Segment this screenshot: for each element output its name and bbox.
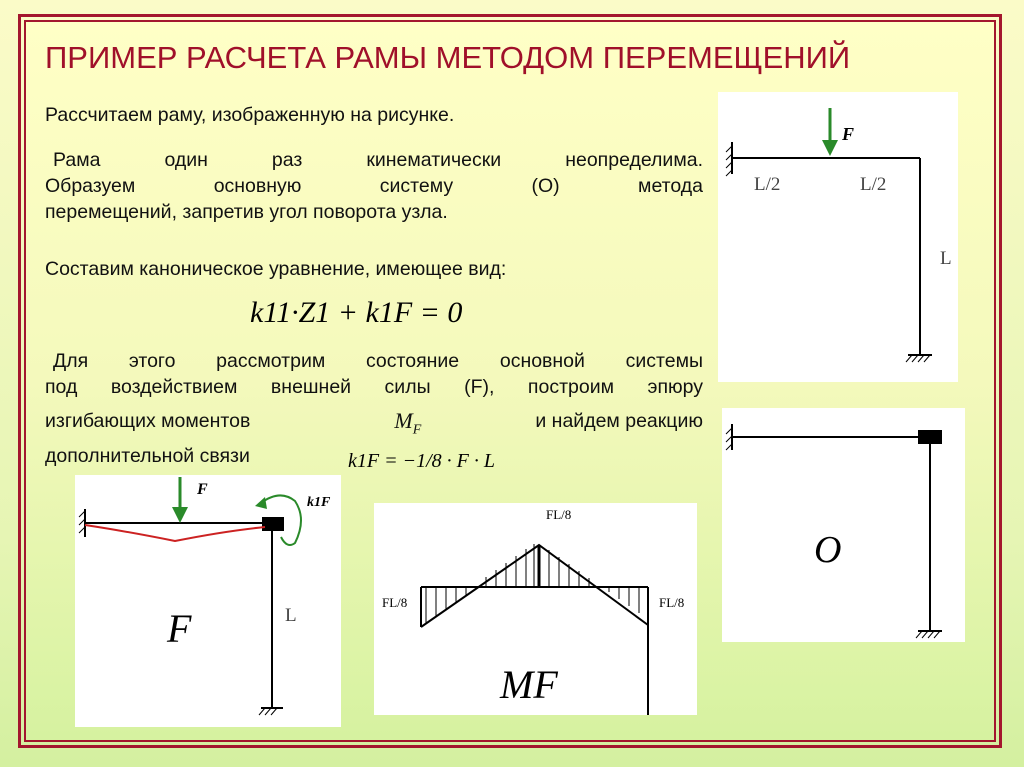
force-label: F (197, 481, 208, 498)
reaction-formula: k1F = −1/8 · F · L (348, 450, 495, 472)
line: Для этого рассмотрим состояние основной … (53, 350, 703, 372)
height-label: L (940, 248, 952, 269)
height-label: L (285, 605, 297, 626)
system-label: O (814, 529, 842, 571)
moment-left-label: FL/8 (382, 595, 408, 610)
intro-text: Рассчитаем раму, изображенную на рисунке… (45, 104, 455, 126)
moment-diagram: FL/8 FL/8 FL/8 MF (374, 503, 697, 715)
canonical-equation: k11·Z1 + k1F = 0 (250, 296, 463, 329)
basic-system-diagram: O (722, 408, 965, 642)
line: перемещений, запретив угол поворота узла… (45, 201, 448, 223)
line: под воздействием внешней силы (F), постр… (45, 376, 703, 398)
moment-diagram-label: MF (500, 662, 558, 707)
state-label: F (167, 606, 192, 651)
force-label: F (842, 124, 855, 144)
slide-title: ПРИМЕР РАСЧЕТА РАМЫ МЕТОДОМ ПЕРЕМЕЩЕНИЙ (45, 40, 851, 75)
text: изгибающих моментов (45, 410, 251, 432)
outer-border (18, 14, 1002, 748)
reaction-label: k1F (307, 495, 331, 510)
loaded-state-diagram: F k1F L F (75, 475, 341, 727)
half-length-label: L/2 (754, 174, 781, 195)
line: Рама один раз кинематически неопределима… (53, 149, 703, 171)
line: изгибающих моментов MF и найдем реакцию (45, 408, 703, 443)
moment-right-label: FL/8 (659, 595, 685, 610)
given-frame-diagram: F L/2 L/2 L (718, 92, 958, 382)
line: Образуем основную систему (О) метода (45, 175, 703, 197)
moment-top-label: FL/8 (546, 507, 571, 523)
paragraph-kinematic: Рама один раз кинематически неопределима… (45, 147, 703, 225)
text: и найдем реакцию (535, 410, 703, 432)
fraction: FL/8 (546, 507, 572, 522)
half-length-label: L/2 (860, 174, 887, 195)
paragraph-state: Для этого рассмотрим состояние основной … (45, 348, 703, 469)
moment-symbol: MF (394, 408, 422, 438)
canonical-text: Составим каноническое уравнение, имеющее… (45, 258, 507, 280)
line: дополнительной связи (45, 445, 250, 468)
